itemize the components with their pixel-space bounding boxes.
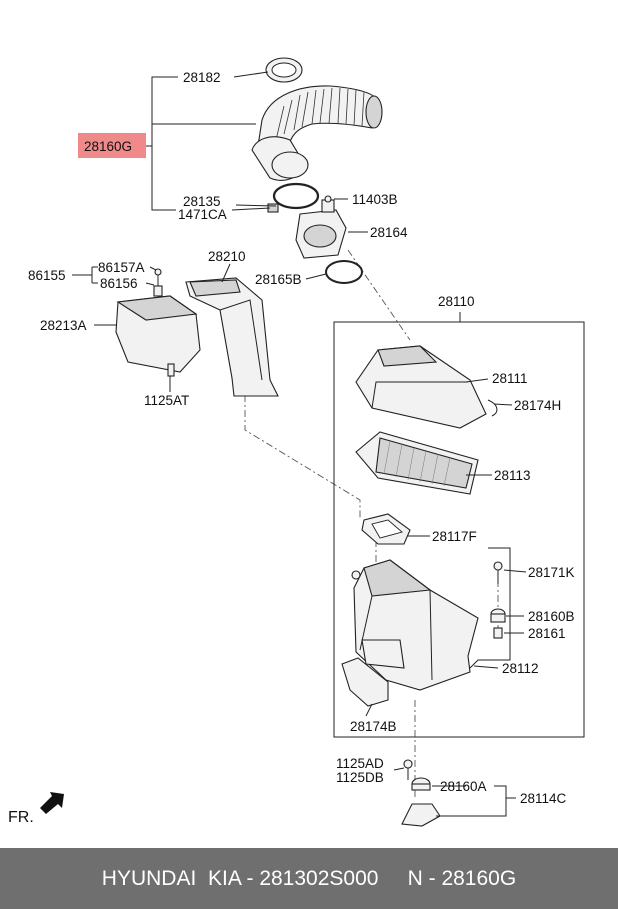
front-arrow-icon [40, 792, 64, 814]
label-28110: 28110 [438, 294, 475, 309]
label-28182: 28182 [183, 70, 221, 85]
label-28171k: 28171K [528, 565, 575, 580]
label-28165b: 28165B [255, 272, 302, 287]
bracket-28114c [401, 803, 441, 827]
air-intake-hose [251, 57, 383, 213]
label-28160a: 28160A [440, 779, 487, 794]
label-28114c: 28114C [520, 791, 567, 806]
air-filter [355, 431, 479, 495]
grommet-28160a [411, 777, 431, 791]
bolt-28171k [493, 561, 503, 584]
bracket-lines [469, 547, 511, 669]
cleaner-body [351, 559, 479, 691]
label-86157a: 86157A [98, 260, 145, 275]
label-28174b: 28174B [350, 719, 397, 734]
grommet-28160b [490, 608, 506, 623]
bolt-1125ad [403, 759, 413, 780]
label-28112: 28112 [502, 661, 539, 676]
label-28210: 28210 [208, 249, 246, 264]
label-1471ca: 1471CA [178, 207, 227, 222]
highlight-box [78, 133, 146, 158]
footer-part-numbers: HYUNDAI KIA - 281302S000 N - 28160G [101, 867, 517, 890]
leader-lines [72, 71, 527, 817]
label-1125at: 1125AT [144, 393, 189, 408]
label-28213a: 28213A [40, 318, 87, 333]
label-86155: 86155 [28, 268, 66, 283]
label-1125db: 1125DB [336, 770, 384, 785]
footer-bar: HYUNDAI KIA - 281302S000 N - 28160G [0, 848, 618, 909]
assembly-box [333, 321, 585, 738]
air-flow-sensor [295, 195, 363, 284]
label-28164: 28164 [370, 225, 408, 240]
resonator [115, 268, 201, 377]
label-28113: 28113 [494, 468, 531, 483]
label-front: FR. [8, 809, 34, 826]
label-28160g: 28160G [84, 139, 132, 154]
label-28117f: 28117F [432, 529, 477, 544]
label-28135: 28135 [183, 194, 221, 209]
label-28160b: 28160B [528, 609, 575, 624]
part-labels: 28182 28160G 28135 1471CA 11403B 28164 2… [8, 70, 575, 826]
seal-28117f [361, 513, 411, 545]
label-28174h: 28174H [514, 398, 561, 413]
label-1125ad: 1125AD [336, 756, 384, 771]
bracket-28174b [341, 657, 389, 707]
label-11403b: 11403B [352, 192, 398, 207]
label-86156: 86156 [100, 276, 138, 291]
cleaner-cover [355, 345, 498, 429]
collar-28161 [493, 627, 503, 639]
air-duct [185, 277, 279, 397]
label-28161: 28161 [528, 626, 566, 641]
label-28111: 28111 [492, 371, 528, 386]
